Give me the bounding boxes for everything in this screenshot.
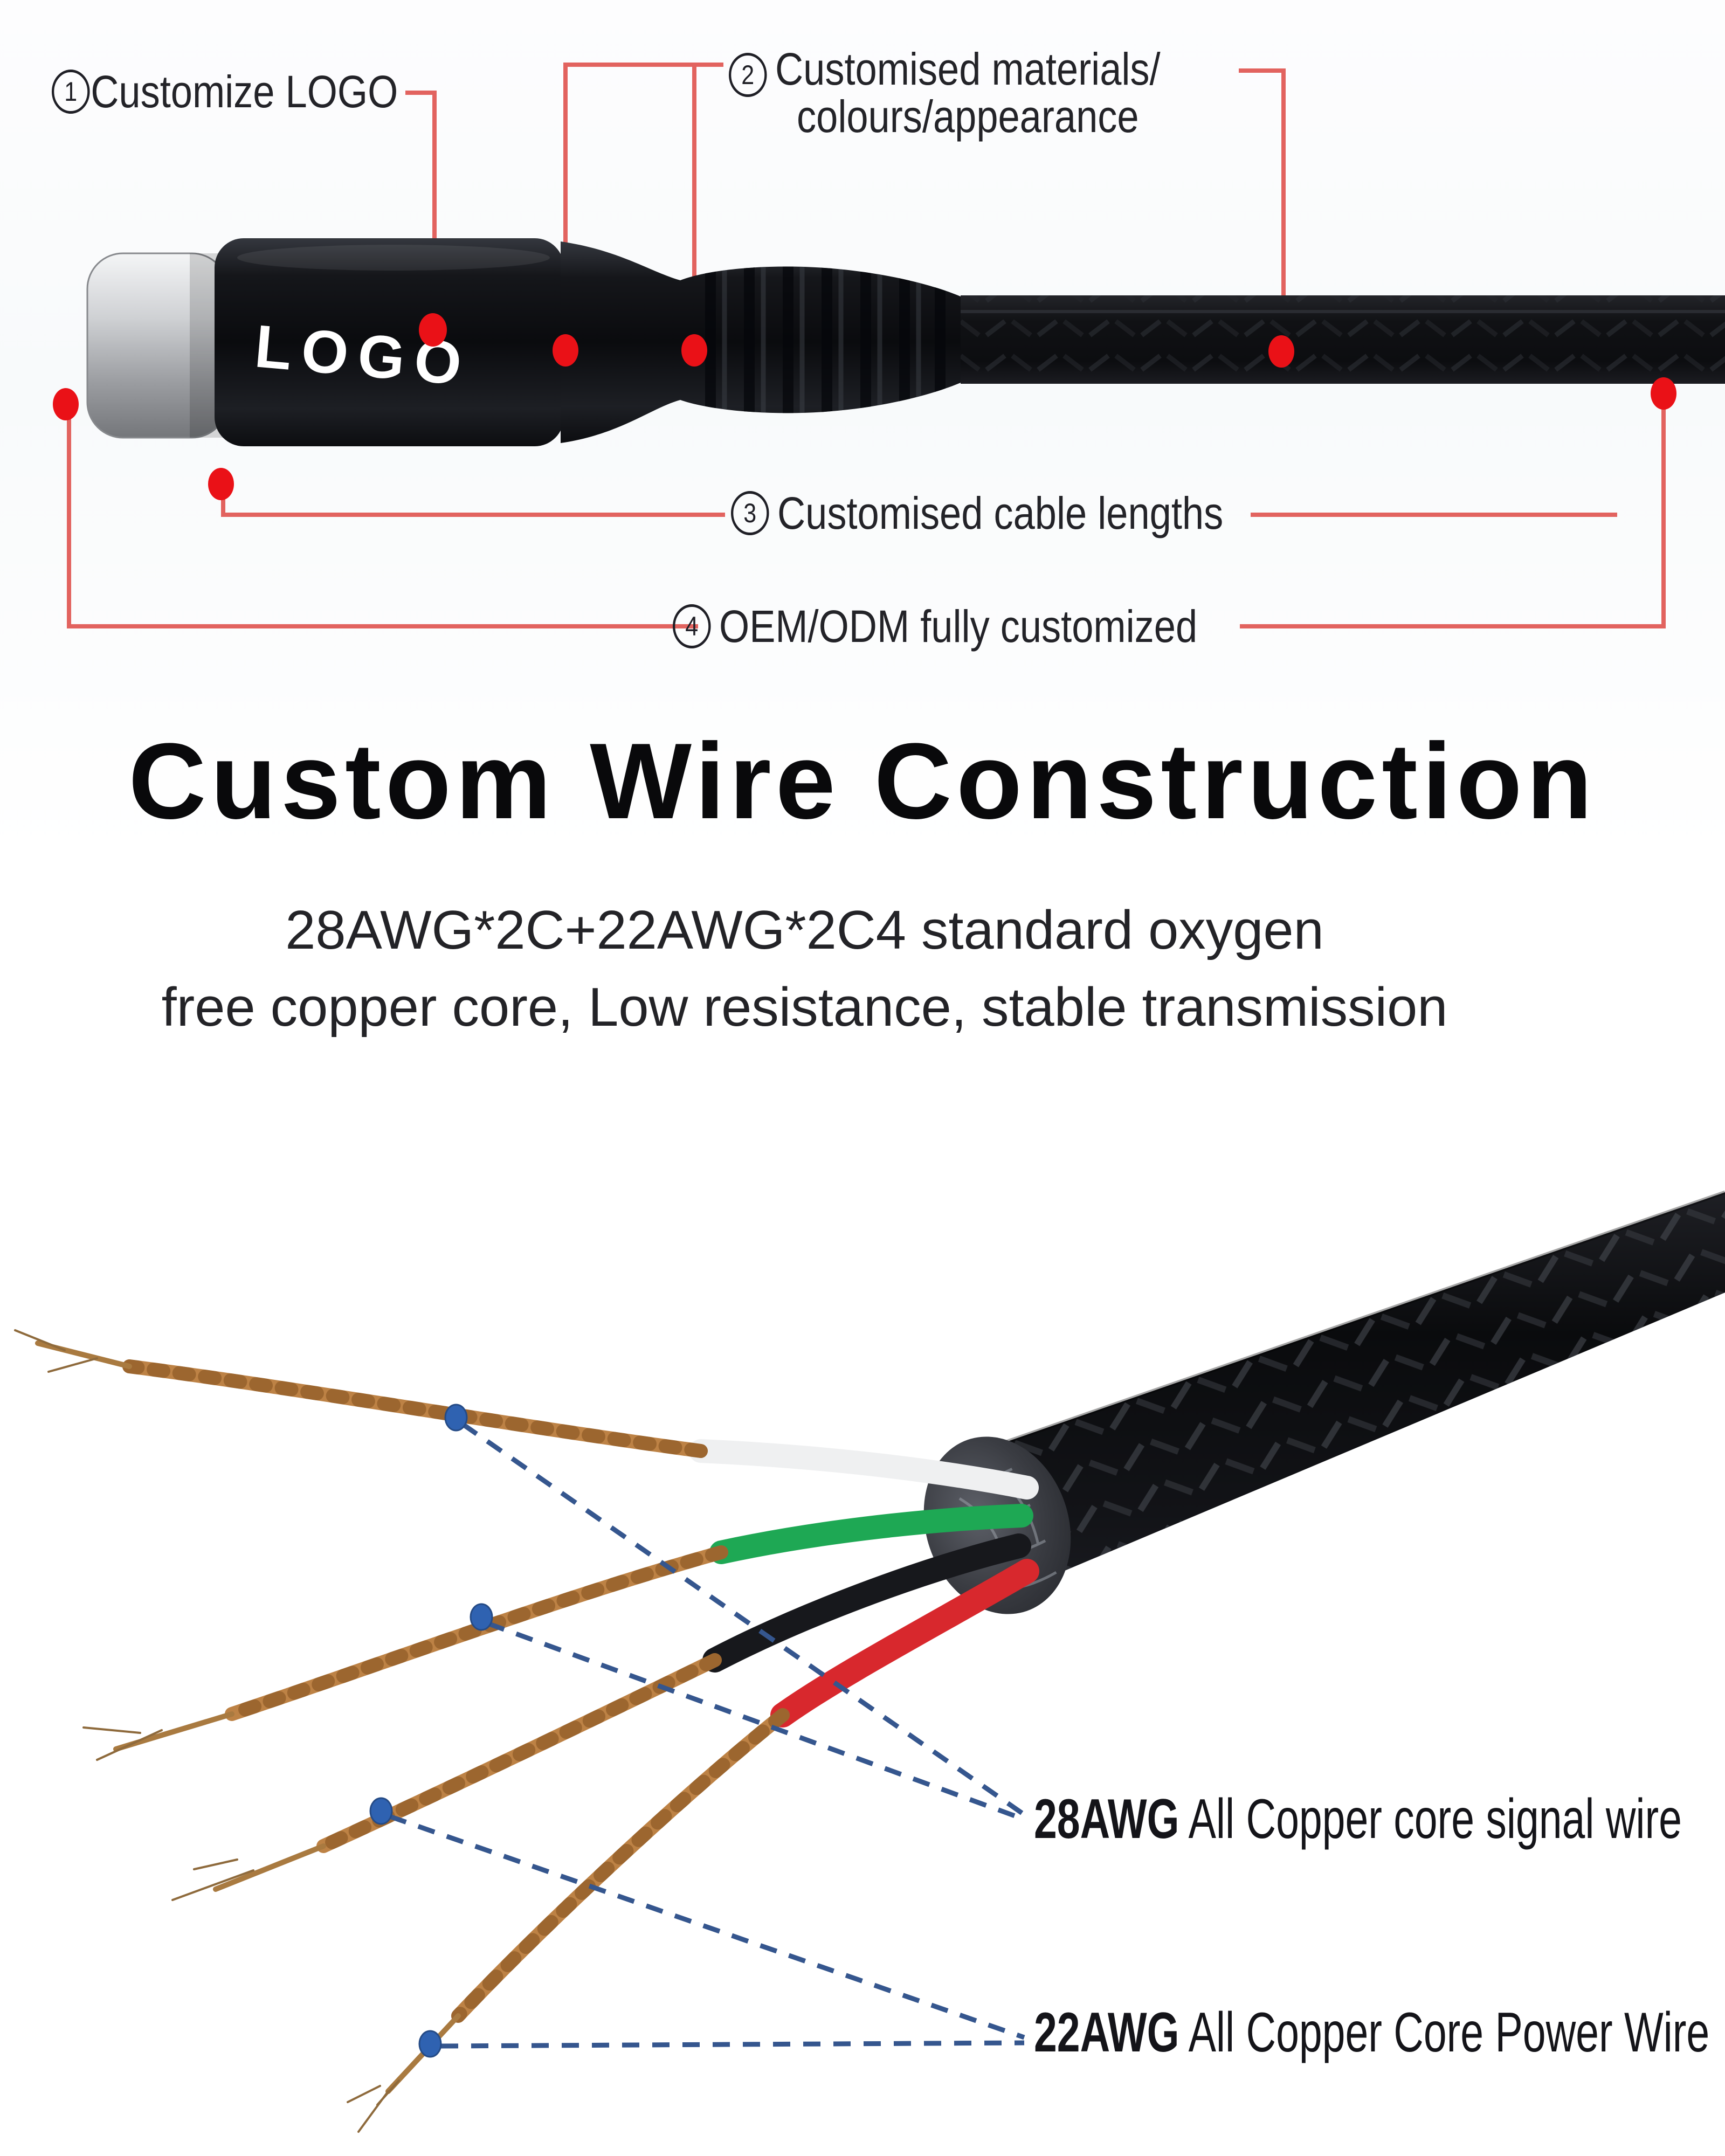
blue-marker-dot-2 [470, 1603, 493, 1631]
callout-oem-odm: 4 OEM/ODM fully customized [673, 603, 1197, 650]
section-subtitle: 28AWG*2C+22AWG*2C4 standard oxygen free … [0, 892, 1609, 1047]
section-title: Custom Wire Construction [128, 721, 1597, 841]
strain-relief-ribs [705, 253, 946, 431]
callout-line-materials-right [1239, 68, 1286, 345]
usb-connector-body [215, 238, 564, 446]
red-marker-dot-neck-1 [553, 334, 578, 367]
connector-figure: LOGO [53, 63, 1725, 628]
callout-label-line2: colours/appearance [797, 91, 1139, 142]
blue-marker-dot-4 [418, 2030, 442, 2058]
label-22awg-gauge: 22AWG [1034, 2001, 1179, 2064]
dashed-callout-lines [389, 1422, 1027, 2049]
blue-marker-dot-3 [369, 1797, 393, 1825]
label-28awg-gauge: 28AWG [1034, 1788, 1179, 1850]
callout-materials-colours: 2 Customised materials/ colours/appearan… [729, 45, 1161, 140]
power-wire-red [770, 1559, 1039, 1727]
red-marker-dot-neck-2 [681, 334, 707, 367]
circled-number-2-icon: 2 [729, 53, 767, 97]
blue-marker-dot-1 [444, 1404, 468, 1432]
braided-jacket-texture [942, 1192, 1725, 1595]
dashed-line-28awg-b [487, 1621, 1026, 1822]
dashed-line-22awg-b [440, 2040, 1025, 2049]
circled-number-4-icon: 4 [673, 604, 711, 649]
red-marker-dot-cable-end [1651, 377, 1676, 410]
body-gloss-highlight [237, 245, 550, 271]
circled-number-3-icon: 3 [731, 491, 769, 536]
subtitle-line1: 28AWG*2C+22AWG*2C4 standard oxygen [285, 900, 1324, 960]
blue-marker-dots [369, 1404, 493, 2058]
callout-label: OEM/ODM fully customized [719, 601, 1198, 652]
red-marker-dot-cable [1268, 335, 1294, 368]
callout-line-oem-left [67, 407, 698, 628]
subtitle-line2: free copper core, Low resistance, stable… [161, 977, 1448, 1038]
wire-construction-figure [14, 1190, 1725, 2133]
callout-line-oem-right [1240, 397, 1666, 628]
callout-label: Customised cable lengths [777, 488, 1224, 538]
callout-label-line1: Customised materials/ [775, 44, 1161, 94]
red-marker-dot-logo [419, 313, 447, 347]
red-marker-dots [53, 313, 1676, 500]
signal-wire-green [709, 1504, 1033, 1564]
red-marker-dot-under-connector [208, 468, 234, 500]
callout-customize-logo: 1 Customize LOGO [52, 68, 398, 115]
callout-label: Customize LOGO [91, 66, 398, 117]
label-22awg-power-wire: 22AWG All Copper Core Power Wire [1034, 2001, 1709, 2065]
signal-wire-white [689, 1439, 1039, 1499]
red-marker-dot-left [53, 388, 79, 420]
copper-strands [14, 1329, 790, 2133]
braided-cable-texture [961, 295, 1725, 384]
jacket-edge-shadow [967, 1190, 1725, 1457]
circled-number-1-icon: 1 [52, 70, 90, 114]
label-28awg-signal-wire: 28AWG All Copper core signal wire [1034, 1787, 1682, 1851]
label-28awg-desc: All Copper core signal wire [1179, 1788, 1682, 1850]
dashed-line-22awg-a [389, 1814, 1025, 2040]
power-wire-black [702, 1533, 1031, 1673]
label-22awg-desc: All Copper Core Power Wire [1179, 2001, 1710, 2064]
callout-cable-lengths: 3 Customised cable lengths [731, 489, 1223, 537]
dashed-line-28awg-a [461, 1422, 1027, 1818]
callout-line-lengths-left [221, 488, 725, 517]
